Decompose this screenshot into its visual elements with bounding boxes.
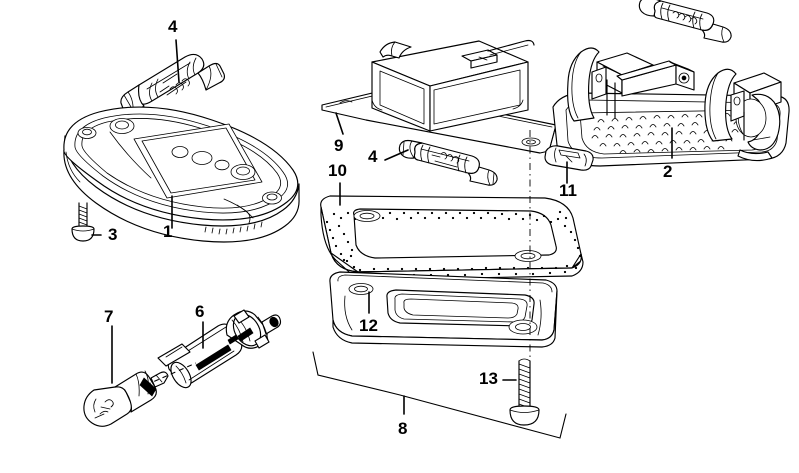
leader-line-4-upper bbox=[175, 39, 180, 83]
callout-number-4-upper: 4 bbox=[168, 17, 178, 36]
festoon-bulb-upper-left bbox=[120, 53, 226, 115]
rectangular-lamp-housing bbox=[321, 39, 557, 154]
callout-number-2: 2 bbox=[663, 162, 673, 181]
callout-number-6: 6 bbox=[195, 302, 205, 321]
callout-number-7: 7 bbox=[104, 307, 114, 326]
contact-clip bbox=[544, 145, 594, 171]
bulb-socket-alignment-line bbox=[145, 362, 197, 386]
bayonet-bulb bbox=[83, 370, 169, 427]
festoon-bulb-upper-right bbox=[638, 0, 732, 43]
callout-number-3: 3 bbox=[108, 225, 118, 244]
callout-number-10: 10 bbox=[328, 161, 347, 180]
callout-number-11: 11 bbox=[559, 181, 577, 200]
oval-interior-lamp-assembly bbox=[63, 106, 300, 243]
bulb-socket bbox=[157, 309, 282, 389]
callout-number-1: 1 bbox=[163, 222, 173, 241]
assembly-kit-bracket bbox=[312, 351, 567, 439]
base-mounting-plate bbox=[329, 271, 558, 348]
self-tapping-screw-long bbox=[509, 358, 540, 426]
lens-reflector-bracket-assembly bbox=[552, 0, 790, 167]
foam-gasket-seal bbox=[320, 195, 584, 281]
leader-line-9 bbox=[335, 112, 344, 135]
festoon-bulb-center bbox=[398, 139, 498, 186]
callout-number-12: 12 bbox=[359, 316, 378, 335]
callout-number-13: 13 bbox=[479, 369, 498, 388]
callout-number-4-center: 4 bbox=[368, 147, 378, 166]
pan-head-screw-short bbox=[71, 202, 95, 242]
callout-number-8: 8 bbox=[398, 419, 408, 438]
callout-number-9: 9 bbox=[334, 136, 344, 155]
leader-line-4-center bbox=[384, 149, 409, 161]
